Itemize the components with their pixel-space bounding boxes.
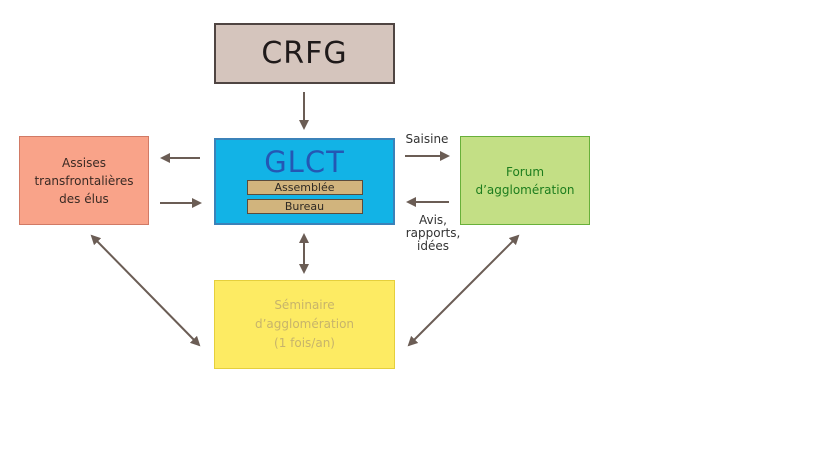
crfg-box: CRFG [214,23,395,84]
glct-assemblee: Assemblée [246,180,363,195]
edge-label-saisine: Saisine [405,132,449,146]
edge-label-avis-line-1: Avis, [418,213,447,227]
seminaire-line-3: (1 fois/an) [274,336,335,350]
arrow-forum-seminaire [407,234,520,347]
crfg-label: CRFG [261,36,348,71]
assises-box: Assises transfrontalières des élus [19,136,149,225]
seminaire-line-1: Séminaire [274,298,335,312]
glct-title: GLCT [264,145,345,179]
forum-box: Forum d’agglomération [460,136,590,225]
edge-label-avis: Avis, rapports, idées [397,214,469,253]
edge-label-avis-line-2: rapports, [405,226,461,240]
edge-label-avis-line-3: idées [417,239,449,253]
seminaire-line-2: d’agglomération [254,317,355,331]
assises-label: Assises transfrontalières des élus [34,155,134,206]
glct-box: GLCT Assemblée Bureau [214,138,395,225]
glct-bureau: Bureau [246,199,363,214]
seminaire-box: Séminaire d’agglomération (1 fois/an) [214,280,395,369]
arrow-assises-seminaire [90,234,201,347]
forum-label: Forum d’agglomération [475,164,575,197]
